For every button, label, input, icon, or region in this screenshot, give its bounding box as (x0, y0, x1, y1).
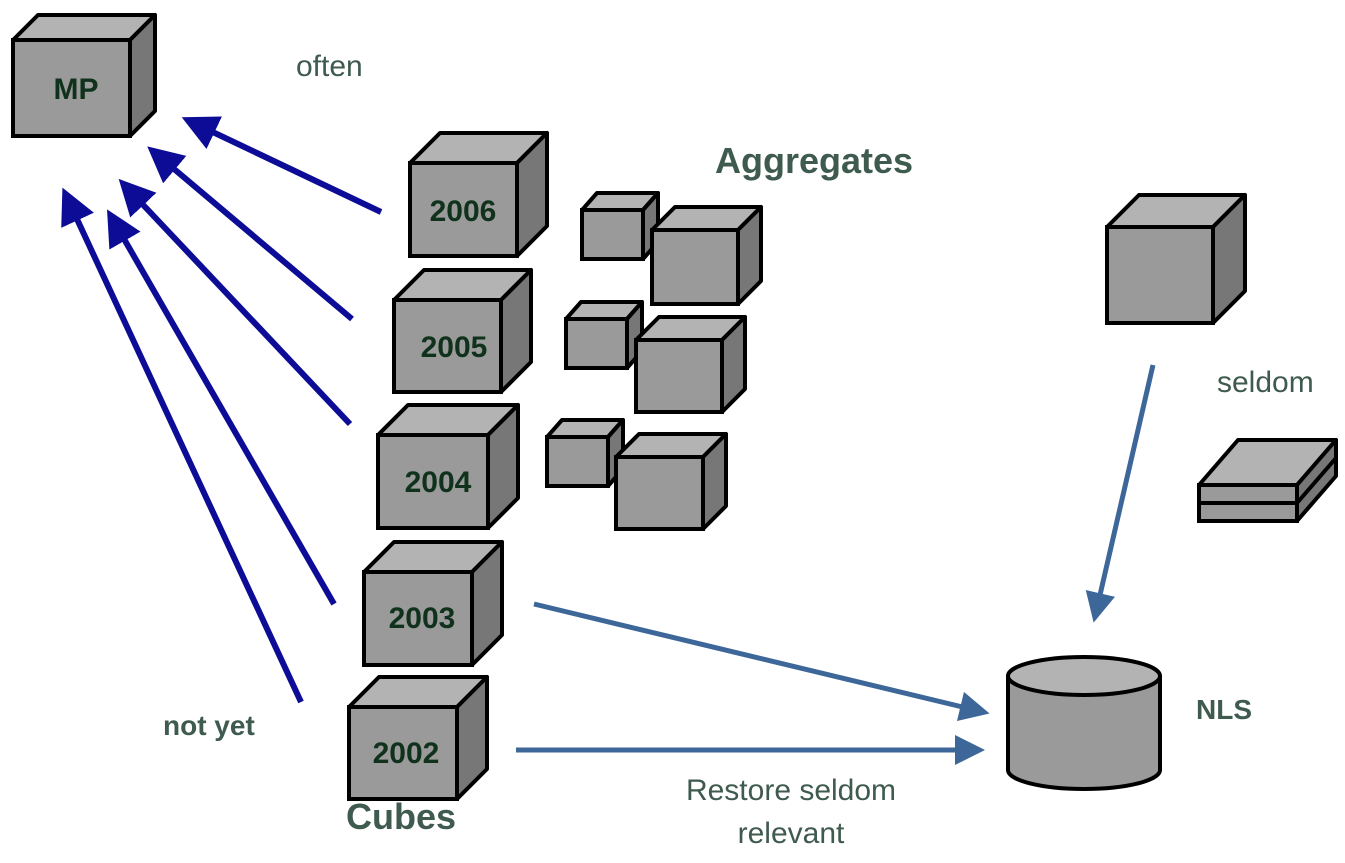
aggregate-large-cube (650, 205, 763, 306)
not-yet-label: not yet (163, 710, 255, 741)
arrow-2005-to-mp (147, 146, 354, 322)
aggregate-pair-2006 (580, 191, 763, 306)
cube-2003: 2003 (362, 540, 504, 667)
cubes-label: Cubes (346, 796, 457, 837)
flat-slab-stack (1197, 438, 1338, 523)
cube-2006: 2006 (408, 131, 549, 258)
year-label-2002: 2002 (373, 737, 440, 770)
seldom-label: seldom (1217, 366, 1314, 399)
aggregate-large-cube (614, 432, 728, 531)
year-label-2004: 2004 (405, 466, 472, 499)
arrows-to-nls (516, 364, 1156, 765)
aggregate-small-cube (564, 300, 644, 370)
aggregates-label: Aggregates (715, 140, 914, 181)
aggregate-small-cube (545, 418, 625, 488)
often-label: often (296, 50, 363, 83)
aggregate-large-cube (634, 315, 747, 414)
cube-2002: 2002 (347, 675, 489, 801)
arrow-2006-to-mp (181, 116, 383, 215)
aggregate-pair-2005 (564, 300, 747, 414)
nls-label: NLS (1196, 694, 1252, 725)
year-label-2006: 2006 (430, 195, 497, 228)
nls-cylinder (1006, 655, 1162, 791)
mp-label: MP (54, 73, 99, 106)
cube-2004: 2004 (376, 403, 520, 530)
arrow-seldom-to-nls (1085, 364, 1156, 623)
arrows-to-mp (61, 116, 383, 704)
arrow-2003-to-nls (533, 601, 990, 722)
restore-label-line2: relevant (737, 817, 845, 850)
arrow-2003-to-mp (107, 209, 337, 606)
aggregate-small-cube (580, 191, 660, 261)
arrow-2004-to-mp (118, 178, 353, 427)
mp-cube: MP (11, 13, 157, 138)
restore-label-line1: Restore seldom (685, 774, 897, 807)
arrow-2002-to-mp (61, 187, 304, 704)
year-label-2005: 2005 (421, 331, 488, 364)
aggregate-pair-2004 (545, 418, 728, 531)
seldom-cube (1105, 193, 1247, 325)
year-label-2003: 2003 (389, 602, 456, 635)
cube-2005: 2005 (392, 268, 533, 394)
